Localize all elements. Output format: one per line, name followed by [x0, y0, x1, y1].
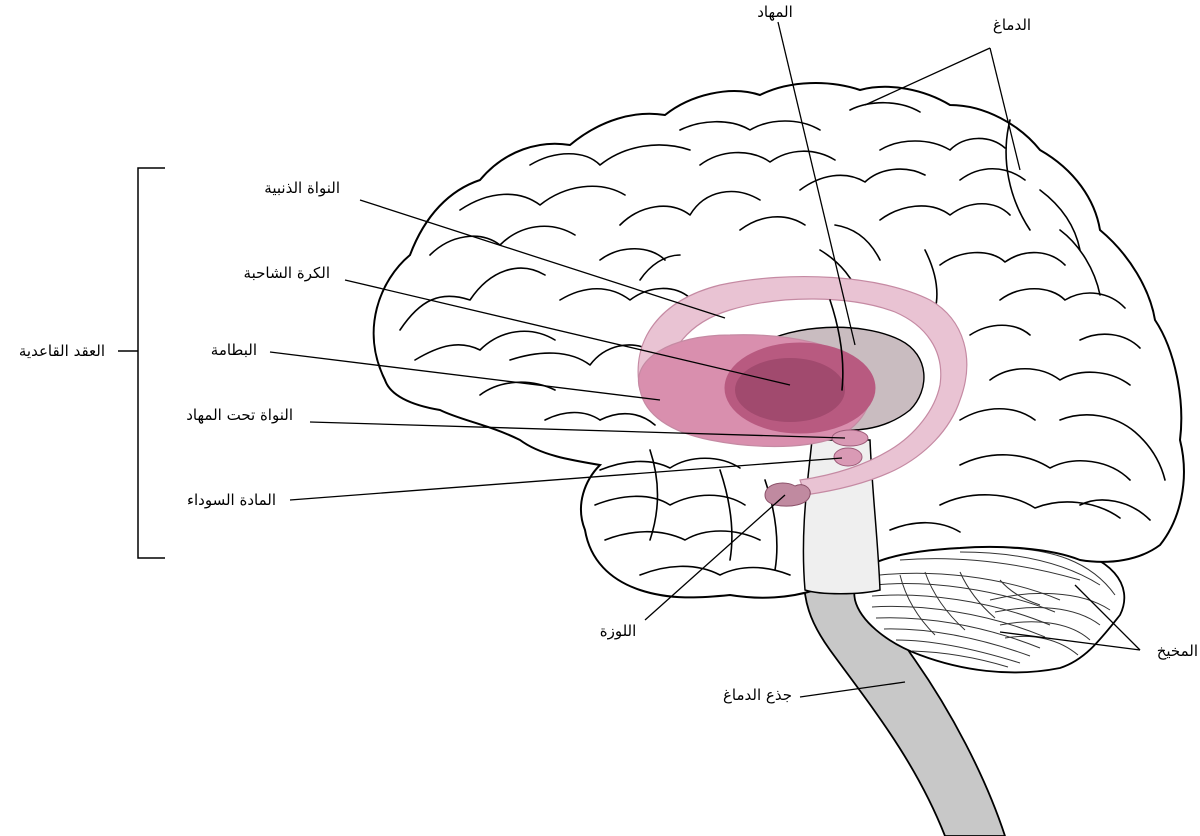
globus-pallidus-core: [735, 358, 845, 422]
basal-ganglia-bracket: [118, 167, 165, 559]
label-cerebrum: الدماغ: [993, 16, 1031, 34]
label-brainstem: جذع الدماغ: [723, 686, 792, 704]
label-basal-ganglia: العقد القاعدية: [19, 342, 105, 360]
label-subthalamic-nucleus: النواة تحت المهاد: [186, 406, 293, 424]
label-cerebellum: المخيخ: [1157, 642, 1198, 660]
substantia-nigra-nucleus: [833, 447, 863, 467]
cerebellum: [853, 543, 1126, 674]
label-globus-pallidus: الكرة الشاحبة: [244, 264, 330, 282]
cerebrum-gyri: [399, 101, 1166, 576]
amygdala: [764, 482, 811, 507]
label-caudate-nucleus: النواة الذنبية: [264, 179, 340, 197]
label-substantia-nigra: المادة السوداء: [187, 491, 276, 509]
leader-lines: [269, 21, 1141, 698]
label-amygdala: اللوزة: [600, 622, 637, 640]
label-putamen: البطامة: [211, 341, 257, 359]
label-thalamus: المهاد: [757, 3, 793, 21]
